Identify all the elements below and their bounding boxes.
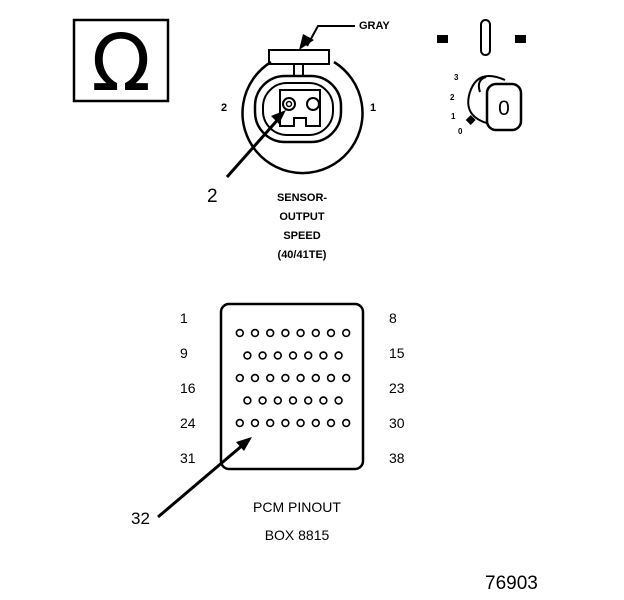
pcm-pin [235, 328, 245, 338]
pcm-pin [258, 351, 267, 360]
ohm-icon: Ω [91, 19, 151, 109]
pcm-pin [250, 418, 260, 428]
key-position-labels: 3 2 1 0 [450, 73, 463, 136]
pcm-row-label-left: 16 [180, 380, 196, 396]
pcm-pin-grid [235, 328, 351, 428]
pcm-callout-pin: 32 [131, 509, 150, 528]
pcm-pin [273, 396, 282, 405]
pcm-pin [319, 396, 328, 405]
pcm-pin [243, 351, 252, 360]
pcm-pin [266, 373, 275, 383]
pcm-pin [235, 373, 245, 383]
pcm-pin [296, 418, 305, 428]
figure-number: 76903 [485, 573, 538, 594]
connector-pin-left-label: 2 [221, 102, 227, 114]
pcm-pin [311, 418, 320, 428]
pcm-row-label-right: 15 [389, 345, 405, 361]
pcm-pin [304, 351, 313, 360]
connector-title: SENSOR- OUTPUT SPEED (40/41TE) [277, 192, 327, 261]
arrow-icon [299, 34, 314, 50]
pcm-pin [326, 418, 336, 428]
pcm-row-label-right: 8 [389, 310, 397, 326]
key-position-label: 3 [454, 73, 459, 82]
pcm-pin [334, 351, 343, 360]
pcm-row-label-left: 1 [180, 310, 188, 326]
pcm-pin [334, 396, 343, 405]
arrow-icon [236, 437, 252, 451]
pcm-connector-body [219, 302, 365, 471]
pcm-pin [326, 373, 336, 383]
pcm-pin [266, 328, 275, 338]
pcm-pin [281, 418, 290, 428]
pcm-pinout: 1 9 16 24 31 8 15 23 30 38 32 PCM PINOUT… [131, 302, 405, 543]
pcm-row-label-left: 9 [180, 345, 188, 361]
pcm-pin [288, 351, 298, 360]
pcm-pin [311, 328, 320, 338]
pcm-pin [250, 373, 260, 383]
pcm-pin [311, 373, 320, 383]
pcm-row-label-right: 23 [389, 380, 405, 396]
pcm-pin [266, 418, 275, 428]
arrow-icon [271, 110, 286, 124]
pcm-pin [235, 418, 245, 428]
pcm-pin [281, 328, 290, 338]
pcm-title-line: PCM PINOUT [253, 499, 341, 515]
pcm-row-labels-left: 1 9 16 24 31 [180, 310, 196, 466]
pcm-pin [288, 396, 298, 405]
pcm-title: PCM PINOUT BOX 8815 [253, 499, 341, 543]
pcm-pin [243, 396, 252, 405]
pcm-row-label-left: 31 [180, 450, 196, 466]
pcm-pin [304, 396, 313, 405]
pcm-row-labels-right: 8 15 23 30 38 [389, 310, 405, 466]
pcm-pin [296, 328, 305, 338]
pcm-pin [296, 373, 305, 383]
pcm-pin [342, 373, 351, 383]
connector-title-line: SENSOR- [277, 192, 327, 204]
connector-pin-right-label: 1 [370, 102, 376, 114]
pcm-row-label-left: 24 [180, 415, 196, 431]
connector-title-line: (40/41TE) [278, 249, 327, 261]
pcm-title-line: BOX 8815 [265, 527, 330, 543]
pcm-pin [258, 396, 267, 405]
key-position-label: 1 [451, 112, 456, 121]
key-position-label: 2 [450, 93, 455, 102]
pcm-row-label-right: 38 [389, 450, 405, 466]
pcm-pin [273, 351, 282, 360]
output-speed-sensor-connector: GRAY 2 1 2 SENSOR- OUTPUT SPEED (40/41TE… [207, 20, 390, 261]
pcm-pin [326, 328, 336, 338]
ohmmeter-symbol: Ω [72, 18, 170, 109]
pcm-pin [342, 418, 351, 428]
pcm-row-label-right: 30 [389, 415, 405, 431]
ignition-key: 0 3 2 1 0 [437, 19, 526, 136]
pcm-pin [250, 328, 260, 338]
connector-title-line: SPEED [283, 230, 320, 242]
key-label: 0 [498, 97, 510, 120]
wire-color-label: GRAY [359, 20, 390, 32]
pcm-pin [319, 351, 328, 360]
pcm-pin [281, 373, 290, 383]
connector-callout-pin: 2 [207, 186, 218, 207]
key-position-label: 0 [458, 127, 463, 136]
connector-title-line: OUTPUT [279, 211, 325, 223]
pcm-pin [342, 328, 351, 338]
